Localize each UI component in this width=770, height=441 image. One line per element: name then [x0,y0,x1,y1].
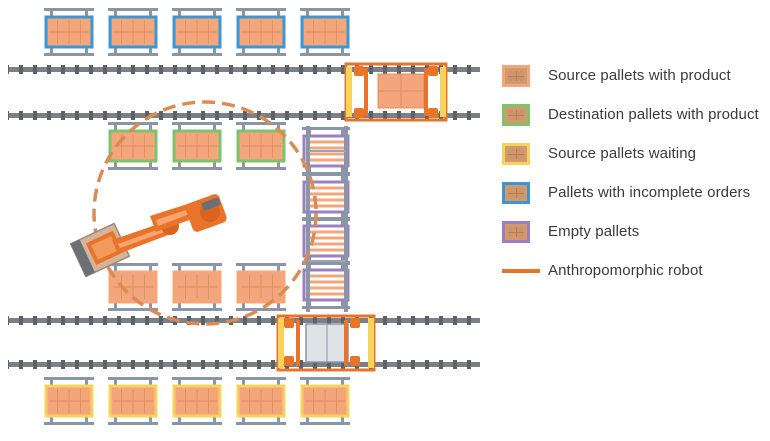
rail-top-1 [8,65,480,74]
legend-swatch [502,143,530,165]
pallet-destination-2 [172,122,222,170]
pallet-source-1 [108,263,158,311]
legend-swatch [502,221,530,243]
pallet-incomplete-order-4 [236,8,286,56]
pallet-incomplete-order-3 [172,8,222,56]
pallet-source-waiting-4 [236,377,286,425]
pallet-incomplete-order-5 [300,8,350,56]
legend-label: Source pallets with product [548,67,731,84]
legend-item-robot: Anthropomorphic robot [500,257,765,296]
empty-pallet-conveyor [306,126,348,312]
top-shuttle-carriage [344,62,448,122]
legend: Source pallets with product Destination … [500,62,765,296]
legend-label: Pallets with incomplete orders [548,184,751,201]
legend-item-incomplete-orders: Pallets with incomplete orders [500,179,765,218]
rail-top-2 [8,111,480,120]
robot-reach-circle [92,100,318,326]
legend-item-empty-pallets: Empty pallets [500,218,765,257]
legend-line-swatch [502,269,540,273]
pallet-source-waiting-2 [108,377,158,425]
legend-swatch [502,182,530,204]
pallet-stations [44,8,350,425]
legend-item-source-pallets: Source pallets with product [500,62,765,101]
pallet-source-waiting-1 [44,377,94,425]
legend-swatch [502,104,530,126]
legend-label: Empty pallets [548,223,640,240]
anthropomorphic-robot [69,194,227,278]
legend-label: Source pallets waiting [548,145,697,162]
bottom-shuttle-carriage [276,314,376,372]
pallet-incomplete-order-2 [108,8,158,56]
legend-item-destination-pallets: Destination pallets with product [500,101,765,140]
legend-swatch [502,65,530,87]
rail-bottom-2 [8,360,480,369]
pallet-incomplete-order-1 [44,8,94,56]
pallet-source-3 [236,263,286,311]
pallet-source-waiting-5 [300,377,350,425]
pallet-source-waiting-3 [172,377,222,425]
pallet-destination-1 [108,122,158,170]
legend-item-source-waiting: Source pallets waiting [500,140,765,179]
legend-label: Destination pallets with product [548,106,759,123]
rail-bottom-1 [8,316,480,325]
legend-label: Anthropomorphic robot [548,262,703,279]
conveyor-rails [8,65,480,369]
pallet-source-2 [172,263,222,311]
pallet-destination-3 [236,122,286,170]
palletizing-layout-diagram [8,8,480,425]
